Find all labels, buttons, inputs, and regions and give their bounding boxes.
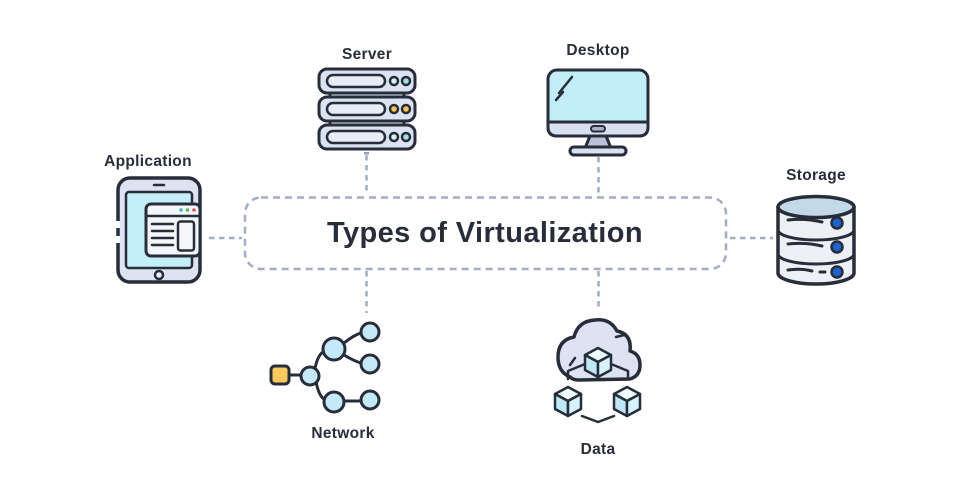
- server-rack-icon: [317, 67, 417, 155]
- desktop-label: Desktop: [566, 42, 630, 59]
- application-label: Application: [104, 153, 192, 170]
- center-box: Types of Virtualization: [243, 196, 727, 270]
- phone-app-window-icon: [115, 176, 202, 284]
- server-label: Server: [341, 46, 393, 63]
- center-box-dashed-border: [243, 196, 728, 271]
- data-label: Data: [580, 441, 616, 458]
- storage-label: Storage: [786, 167, 846, 184]
- cloud-cubes-icon: [553, 317, 642, 424]
- network-tree-icon: [269, 321, 381, 414]
- database-cylinder-icon: [776, 194, 856, 286]
- desktop-monitor-icon: [546, 68, 650, 157]
- network-label: Network: [311, 425, 375, 442]
- diagram-title: Types of Virtualization: [327, 216, 643, 249]
